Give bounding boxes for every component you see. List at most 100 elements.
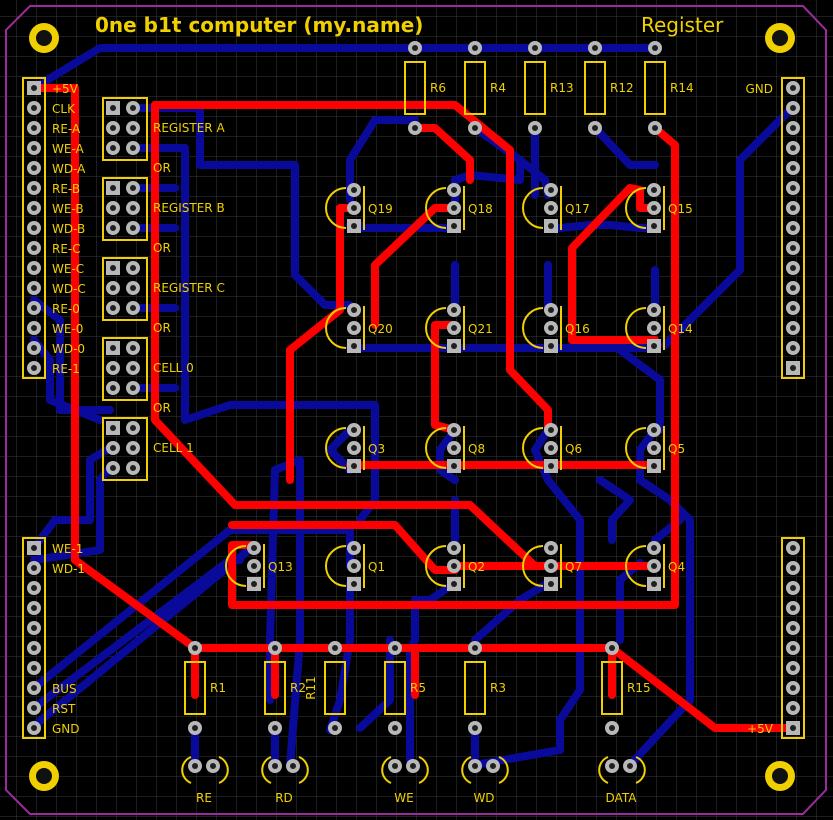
pad-hole	[392, 763, 398, 769]
led-outline	[461, 756, 472, 784]
left-header-outline	[22, 77, 46, 379]
pad-hole	[451, 223, 457, 229]
pad-hole	[790, 565, 796, 571]
pad-hole	[351, 427, 357, 433]
led-outline	[298, 756, 309, 784]
pad-hole	[130, 385, 136, 391]
pad-hole	[548, 445, 554, 451]
pad-hole	[110, 445, 116, 451]
pad-hole	[31, 605, 37, 611]
pad-hole	[451, 187, 457, 193]
transistor-outline	[522, 427, 544, 469]
pad-hole	[110, 125, 116, 131]
transistor-label: Q17	[565, 202, 590, 216]
jumper-block-outline	[102, 417, 148, 481]
pad-hole	[651, 581, 657, 587]
resistor-label: R3	[490, 681, 506, 695]
silkscreen: 0ne b1t computer (my.name) Register	[95, 13, 724, 37]
pad-hole	[548, 563, 554, 569]
pad-hole	[451, 325, 457, 331]
pad-hole	[130, 225, 136, 231]
resistor-label: R1	[210, 681, 226, 695]
pad-hole	[609, 763, 615, 769]
pad-hole	[790, 165, 796, 171]
register-label: CELL 0	[153, 361, 194, 375]
pad-hole	[130, 465, 136, 471]
resistor-label: R5	[410, 681, 426, 695]
pad-hole	[651, 463, 657, 469]
pad-hole	[790, 645, 796, 651]
left-lower-header-outline	[22, 537, 46, 739]
pad-hole	[332, 725, 338, 731]
transistor-outline	[625, 187, 647, 229]
pad-hole	[651, 445, 657, 451]
pad-hole	[210, 763, 216, 769]
pad-hole	[130, 125, 136, 131]
pad-hole	[351, 563, 357, 569]
pad-hole	[31, 225, 37, 231]
pad-hole	[31, 185, 37, 191]
transistor-label: Q6	[565, 442, 582, 456]
register-label: OR	[153, 321, 171, 335]
mounting-hole-center	[36, 768, 52, 784]
resistor-body	[264, 661, 286, 715]
pad-hole	[130, 205, 136, 211]
register-label: OR	[153, 401, 171, 415]
pad-hole	[472, 645, 478, 651]
mounting-hole-center	[772, 30, 788, 46]
pad-hole	[548, 463, 554, 469]
jumper-block-outline	[102, 177, 148, 241]
pad-hole	[130, 305, 136, 311]
register-label: OR	[153, 161, 171, 175]
pad-hole	[451, 205, 457, 211]
pad-hole	[110, 305, 116, 311]
pad-hole	[790, 245, 796, 251]
pad-hole	[110, 425, 116, 431]
transistor-label: Q1	[368, 560, 385, 574]
pad-hole	[130, 105, 136, 111]
board-outline	[5, 5, 827, 815]
led-label: WD	[473, 791, 494, 805]
pad-hole	[110, 385, 116, 391]
pad-hole	[790, 685, 796, 691]
pad-hole	[110, 205, 116, 211]
board-subtitle: Register	[641, 13, 724, 37]
pad-hole	[532, 45, 538, 51]
pad-hole	[548, 343, 554, 349]
pad-hole	[31, 325, 37, 331]
jumper-block-outline	[102, 337, 148, 401]
transistor-label: Q21	[468, 322, 493, 336]
led-outline	[598, 756, 609, 784]
pad-hole	[490, 763, 496, 769]
pad-hole	[412, 125, 418, 131]
pad-hole	[31, 685, 37, 691]
pad-hole	[548, 427, 554, 433]
resistor-label: R14	[670, 81, 694, 95]
pad-hole	[251, 545, 257, 551]
pad-hole	[31, 725, 37, 731]
transistor-outline	[522, 307, 544, 349]
transistor-outline	[325, 427, 347, 469]
transistor-label: Q2	[468, 560, 485, 574]
pad-hole	[110, 465, 116, 471]
led-outline	[381, 756, 392, 784]
pad-hole	[31, 705, 37, 711]
pad-hole	[592, 125, 598, 131]
left-header-label: RE-A	[52, 122, 81, 136]
pad-hole	[272, 645, 278, 651]
register-label: REGISTER A	[153, 121, 225, 135]
pad-hole	[31, 85, 37, 91]
pad-hole	[192, 645, 198, 651]
pad-hole	[472, 725, 478, 731]
resistor-label: R15	[627, 681, 651, 695]
pad-hole	[790, 585, 796, 591]
pad-hole	[110, 365, 116, 371]
pad-hole	[651, 187, 657, 193]
pad-hole	[651, 563, 657, 569]
pad-hole	[192, 725, 198, 731]
pad-hole	[790, 365, 796, 371]
pad-hole	[627, 763, 633, 769]
pad-hole	[251, 563, 257, 569]
pad-hole	[392, 725, 398, 731]
